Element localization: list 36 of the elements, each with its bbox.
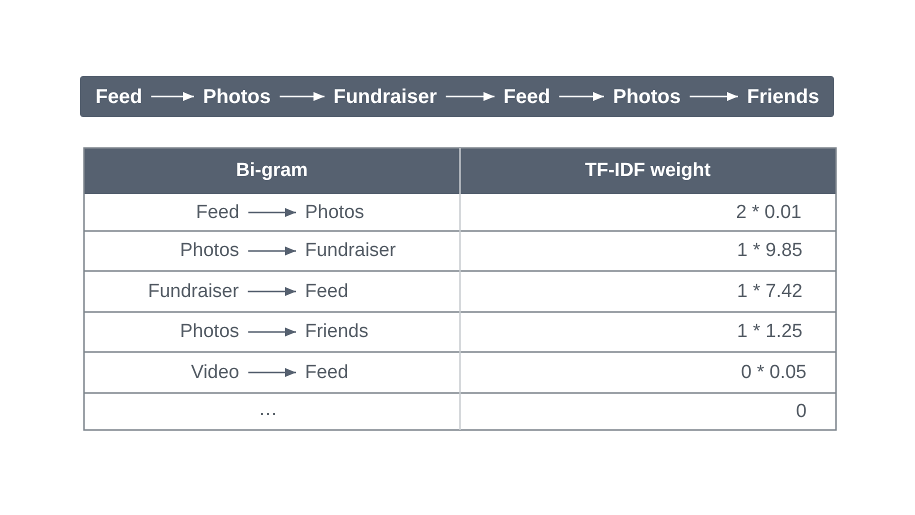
step-label: Photos — [203, 84, 271, 108]
arrow — [151, 92, 194, 101]
step-label: Friends — [747, 84, 820, 108]
arrow — [248, 328, 296, 336]
step-label: Friends — [305, 321, 368, 343]
step-label: Photos — [180, 240, 240, 262]
table-cell-text: 0 — [796, 400, 807, 422]
column-header: Bi-gram — [236, 160, 308, 182]
table-cell-text: 1 * 7.42 — [737, 280, 802, 302]
arrow — [690, 92, 738, 101]
arrow — [248, 287, 296, 296]
table-cell-text: 2 * 0.01 — [736, 202, 802, 224]
table-cell-text: 1 * 1.25 — [737, 321, 802, 343]
step-label: Photos — [613, 84, 681, 108]
arrow — [248, 246, 296, 256]
step-label: Fundraiser — [148, 280, 239, 302]
step-label: Feed — [504, 84, 550, 108]
step-label: Fundraiser — [334, 84, 437, 108]
step-label: Video — [191, 362, 240, 384]
step-label: Feed — [305, 362, 348, 384]
step-label: Feed — [305, 280, 348, 302]
arrow — [248, 208, 296, 217]
table-cell-text: 0 * 0.05 — [741, 362, 806, 384]
step-label: Feed — [196, 202, 240, 224]
arrow — [248, 368, 296, 377]
table-cell-text: 1 * 9.85 — [737, 240, 802, 262]
column-header: TF-IDF weight — [585, 160, 711, 182]
step-label: Feed — [96, 84, 142, 108]
sequence-bar — [80, 76, 834, 117]
arrow — [280, 92, 324, 101]
step-label: Fundraiser — [305, 240, 396, 262]
step-label: Photos — [180, 321, 240, 343]
table-cell-text: … — [258, 398, 278, 420]
arrow — [559, 92, 604, 101]
step-label: Photos — [305, 202, 364, 224]
arrow — [446, 92, 494, 101]
